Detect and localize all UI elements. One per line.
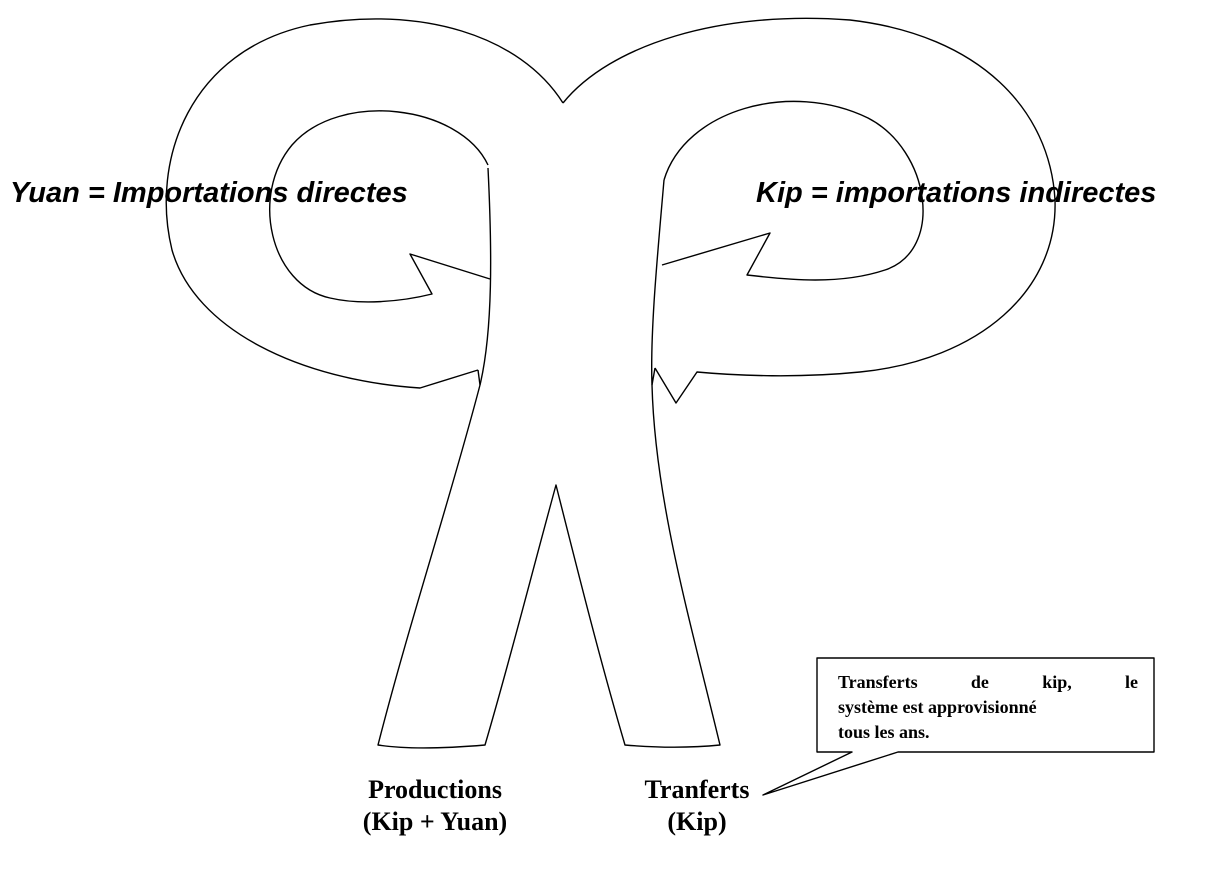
yuan-label: Yuan = Importations directes: [10, 177, 408, 209]
left-loop-outer: [165, 18, 564, 389]
productions-label-line1: Productions: [368, 775, 502, 804]
transferts-label: Tranferts (Kip): [622, 774, 772, 838]
leg-junction-left: [477, 369, 481, 386]
left-loop-inner: [269, 110, 491, 303]
leg-junction-right: [651, 367, 656, 386]
callout-box: [762, 657, 1155, 796]
productions-label-line2: (Kip + Yuan): [362, 807, 508, 836]
callout-line-3: tous les ans.: [838, 722, 930, 742]
left-leg: [377, 167, 721, 749]
right-loop-outer: [562, 17, 1056, 404]
callout-text: Transferts de kip, le système est approv…: [838, 670, 1138, 745]
transferts-label-line1: Tranferts: [644, 775, 750, 804]
callout-line-2: système est approvisionné: [838, 697, 1037, 717]
kip-label: Kip = importations indirectes: [756, 177, 1157, 209]
transferts-label-line2: (Kip): [667, 807, 727, 836]
callout-line-1: Transferts de kip, le: [838, 672, 1138, 692]
productions-label: Productions (Kip + Yuan): [340, 774, 530, 838]
right-loop-inner: [661, 100, 924, 281]
